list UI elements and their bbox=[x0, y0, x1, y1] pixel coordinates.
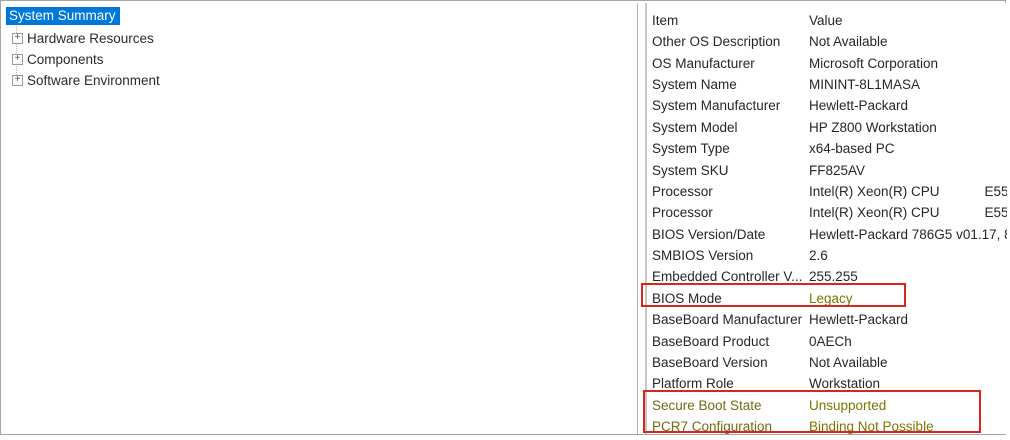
row-value-label: Intel(R) Xeon(R) CPU E5506 bbox=[809, 205, 1007, 221]
table-row[interactable]: System Name MININT-8L1MASA bbox=[652, 74, 1007, 95]
row-item-label: System Manufacturer bbox=[652, 98, 781, 114]
tree-item-system-summary[interactable]: System Summary bbox=[6, 6, 120, 26]
table-row[interactable]: BaseBoard Version Not Available bbox=[652, 352, 1007, 373]
column-header-value[interactable]: Value bbox=[809, 12, 843, 28]
column-header-row: Item Value bbox=[652, 9, 1007, 31]
tree-item-label: System Summary bbox=[6, 7, 120, 25]
table-row[interactable]: Other OS Description Not Available bbox=[652, 31, 1007, 52]
row-value-label: 0AECh bbox=[809, 333, 852, 349]
row-item-label: System Type bbox=[652, 141, 730, 157]
row-value-label: Hewlett-Packard bbox=[809, 98, 909, 114]
row-value-label: Binding Not Possible bbox=[809, 419, 934, 434]
details-pane: Item Value Other OS Description Not Avai… bbox=[645, 3, 1007, 434]
table-row[interactable]: OS Manufacturer Microsoft Corporation bbox=[652, 52, 1007, 73]
row-item-label: BaseBoard Product bbox=[652, 333, 770, 349]
table-row[interactable]: System Manufacturer Hewlett-Packard bbox=[652, 95, 1007, 116]
row-value-label: FF825AV bbox=[809, 162, 866, 178]
table-row[interactable]: System Model HP Z800 Workstation bbox=[652, 117, 1007, 138]
tree-item-label: Hardware Resources bbox=[27, 30, 154, 46]
table-row[interactable]: Embedded Controller V... 255.255 bbox=[652, 266, 1007, 287]
expand-plus-icon[interactable]: + bbox=[12, 74, 23, 86]
tree-item-software-environment[interactable]: + Software Environment bbox=[2, 70, 160, 90]
tree-item-label: Components bbox=[27, 51, 104, 67]
row-value-label: Not Available bbox=[809, 34, 888, 50]
tree-item-hardware-resources[interactable]: + Hardware Resources bbox=[2, 28, 154, 48]
row-value-label: Intel(R) Xeon(R) CPU E5506 bbox=[809, 183, 1007, 199]
column-header-item[interactable]: Item bbox=[652, 12, 679, 28]
row-item-label: Processor bbox=[652, 183, 713, 199]
row-item-label: Platform Role bbox=[652, 376, 734, 392]
table-row[interactable]: BaseBoard Manufacturer Hewlett-Packard bbox=[652, 309, 1007, 330]
row-item-label: PCR7 Configuration bbox=[652, 419, 773, 434]
tree-guide-line bbox=[16, 19, 17, 79]
table-row[interactable]: BaseBoard Product 0AECh bbox=[652, 330, 1007, 351]
tree-item-components[interactable]: + Components bbox=[2, 49, 104, 69]
row-value-label: Workstation bbox=[809, 376, 881, 392]
row-value-label: 255.255 bbox=[809, 269, 858, 285]
row-value-label: Microsoft Corporation bbox=[809, 55, 939, 71]
expand-plus-icon[interactable]: + bbox=[12, 32, 23, 44]
row-item-label: BIOS Version/Date bbox=[652, 226, 766, 242]
row-value-label: Hewlett-Packard bbox=[809, 312, 909, 328]
row-value-label: Unsupported bbox=[809, 397, 887, 413]
expand-plus-icon[interactable]: + bbox=[12, 53, 23, 65]
row-item-label: System Model bbox=[652, 119, 738, 135]
row-item-label: BaseBoard Version bbox=[652, 355, 768, 371]
row-item-label: Secure Boot State bbox=[652, 397, 762, 413]
category-tree-pane: System Summary + Hardware Resources + Co… bbox=[2, 3, 638, 434]
table-row[interactable]: Processor Intel(R) Xeon(R) CPU E5506 bbox=[652, 202, 1007, 223]
row-item-label: SMBIOS Version bbox=[652, 248, 754, 264]
row-value-label: HP Z800 Workstation bbox=[809, 119, 937, 135]
row-item-label: System SKU bbox=[652, 162, 729, 178]
row-item-label: Processor bbox=[652, 205, 713, 221]
table-row[interactable]: System Type x64-based PC bbox=[652, 138, 1007, 159]
table-row[interactable]: SMBIOS Version 2.6 bbox=[652, 245, 1007, 266]
row-value-label: 2.6 bbox=[809, 248, 828, 264]
table-row[interactable]: Processor Intel(R) Xeon(R) CPU E5506 bbox=[652, 181, 1007, 202]
row-value-label: MININT-8L1MASA bbox=[809, 76, 921, 92]
table-row[interactable]: BIOS Version/Date Hewlett-Packard 786G5 … bbox=[652, 224, 1007, 245]
table-row-pcr7-configuration[interactable]: PCR7 Configuration Binding Not Possible bbox=[652, 416, 1007, 434]
row-item-label: Other OS Description bbox=[652, 34, 781, 50]
tree-item-label: Software Environment bbox=[27, 72, 160, 88]
row-item-label: OS Manufacturer bbox=[652, 55, 755, 71]
row-item-label: BIOS Mode bbox=[652, 290, 722, 306]
row-item-label: System Name bbox=[652, 76, 737, 92]
table-row-bios-mode[interactable]: BIOS Mode Legacy bbox=[652, 288, 1007, 309]
table-row-secure-boot-state[interactable]: Secure Boot State Unsupported bbox=[652, 395, 1007, 416]
table-row[interactable]: Platform Role Workstation bbox=[652, 373, 1007, 394]
row-value-label: Not Available bbox=[809, 355, 888, 371]
row-item-label: BaseBoard Manufacturer bbox=[652, 312, 803, 328]
row-value-label: Hewlett-Packard 786G5 v01.17, 8/ bbox=[809, 226, 1007, 242]
table-row[interactable]: System SKU FF825AV bbox=[652, 159, 1007, 180]
row-value-label: x64-based PC bbox=[809, 141, 895, 157]
row-item-label: Embedded Controller V... bbox=[652, 269, 803, 285]
row-value-label: Legacy bbox=[809, 290, 853, 306]
